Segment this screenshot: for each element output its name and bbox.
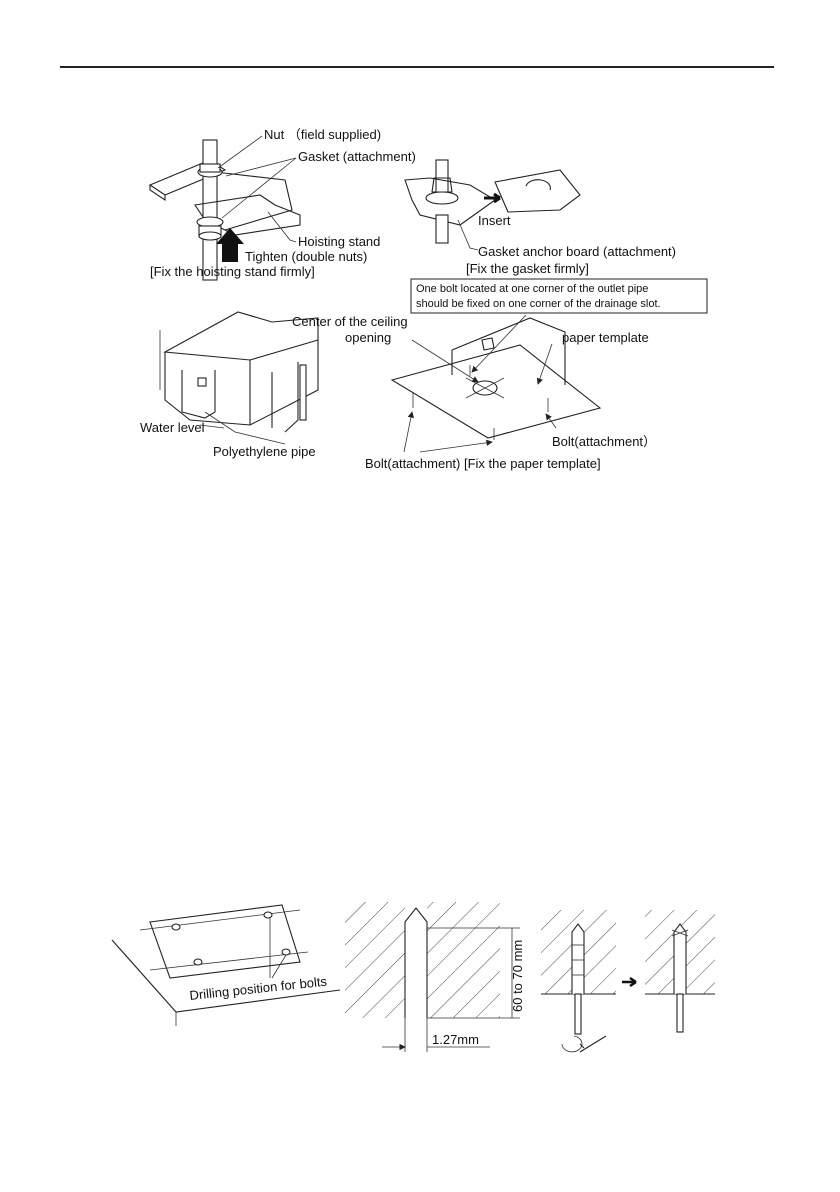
label-hoisting-stand: Hoisting stand [298, 234, 380, 249]
label-fix-hoisting: [Fix the hoisting stand firmly] [150, 264, 315, 279]
up-arrow-icon [216, 228, 244, 262]
label-center-line2: opening [345, 330, 391, 345]
rotate-icon [561, 1035, 583, 1053]
note-line2: should be fixed on one corner of the dra… [416, 298, 661, 310]
note-line1: One bolt located at one corner of the ou… [416, 283, 648, 295]
gasket-anchor-figure: Insert Gasket anchor board (attachment) … [404, 159, 676, 276]
header-rule [60, 66, 774, 68]
label-bolt-fix: Bolt(attachment) [Fix the paper template… [365, 456, 601, 471]
anchor-insertion-figure [541, 910, 715, 1053]
label-depth: 60 to 70 mm [510, 940, 525, 1012]
hoisting-stand-figure: Nut （field supplied) Gasket (attachment)… [148, 127, 416, 281]
label-tighten: Tighten (double nuts) [245, 249, 367, 264]
right-arrow-icon [622, 976, 637, 988]
label-nut: Nut （field supplied) [264, 127, 381, 142]
label-bolt-right: Bolt(attachment） [552, 434, 656, 449]
label-width: 1.27mm [432, 1032, 479, 1047]
label-gasket-anchor: Gasket anchor board (attachment) [478, 244, 676, 259]
label-paper-template: paper template [562, 330, 649, 345]
label-insert: Insert [478, 213, 511, 228]
label-drilling: Drilling position for bolts [189, 974, 328, 1003]
paper-template-figure: One bolt located at one corner of the ou… [292, 278, 708, 471]
drilling-position-figure: Drilling position for bolts [111, 904, 341, 1026]
insert-arrow-icon [484, 192, 501, 204]
drill-hole-figure: 60 to 70 mm 1.27mm [345, 902, 525, 1052]
label-center-line1: Center of the ceiling [292, 314, 408, 329]
label-polyethylene: Polyethylene pipe [213, 444, 316, 459]
label-gasket: Gasket (attachment) [298, 149, 416, 164]
label-water-level: Water level [140, 420, 205, 435]
water-level-figure: Water level Polyethylene pipe [140, 311, 319, 459]
label-fix-gasket: [Fix the gasket firmly] [466, 261, 589, 276]
